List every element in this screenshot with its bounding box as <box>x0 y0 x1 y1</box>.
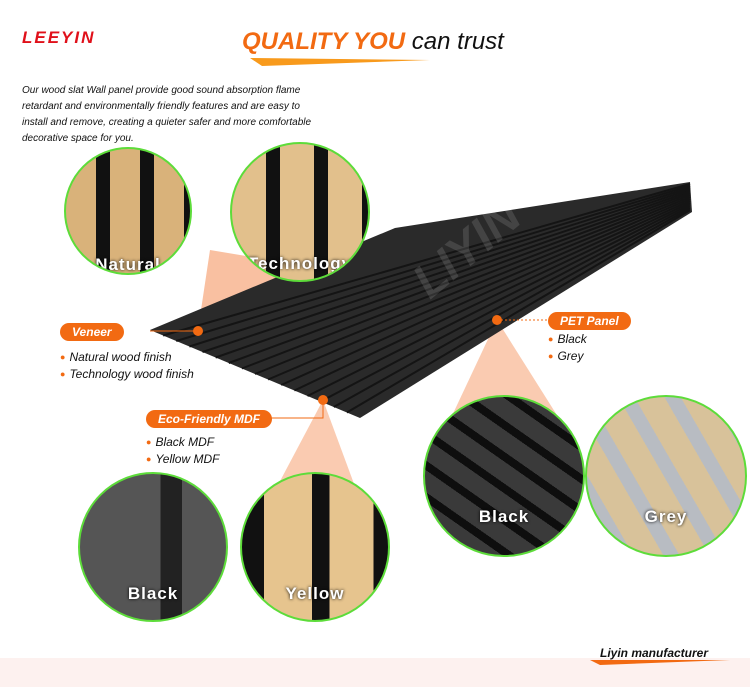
panel-slats <box>162 182 691 414</box>
slat-groove <box>293 201 691 392</box>
slat-groove <box>241 194 691 370</box>
slat-groove <box>215 190 691 359</box>
pet-beam <box>450 320 560 420</box>
slat-groove <box>307 203 691 397</box>
pet-black-swatch: Black <box>423 395 585 557</box>
title-highlight: QUALITY YOU <box>242 28 406 55</box>
pet-grey-swatch: Grey <box>585 395 747 557</box>
veneer-list: Natural wood finishTechnology wood finis… <box>60 349 193 383</box>
slat-groove <box>346 209 691 414</box>
title-rest: can trust <box>405 28 504 55</box>
slat-groove <box>189 186 691 348</box>
slat-groove <box>267 197 691 381</box>
veneer-label: Veneer <box>60 323 124 341</box>
mdf-black-swatch: Black <box>78 472 228 622</box>
slat-groove <box>254 196 691 375</box>
brand-logo: LEEYIN <box>22 28 96 47</box>
manufacturer-underline <box>590 660 730 665</box>
title-underline-swoosh <box>250 58 430 66</box>
slat-groove <box>162 182 691 337</box>
veneer-dot <box>193 326 203 336</box>
veneer-natural-swatch: Natural <box>64 147 192 275</box>
veneer-technology-swatch: Technology <box>230 142 370 282</box>
pet-dot <box>492 315 502 325</box>
pet-label: PET Panel <box>548 312 631 330</box>
mdf-label: Eco-Friendly MDF <box>146 410 273 428</box>
slat-groove <box>333 207 691 408</box>
mdf-dot <box>318 395 328 405</box>
slat-groove <box>280 199 691 386</box>
mdf-yellow-swatch: Yellow <box>240 472 390 622</box>
slat-groove <box>202 188 691 353</box>
page-title: QUALITY YOU can trust <box>242 28 504 56</box>
mdf-list: Black MDFYellow MDF <box>146 434 219 468</box>
intro-text: Our wood slat Wall panel provide good so… <box>22 85 312 144</box>
slat-groove <box>175 184 691 342</box>
slat-groove <box>320 205 691 403</box>
manufacturer-label: Liyin manufacturer <box>600 646 709 660</box>
slat-groove <box>228 192 691 364</box>
